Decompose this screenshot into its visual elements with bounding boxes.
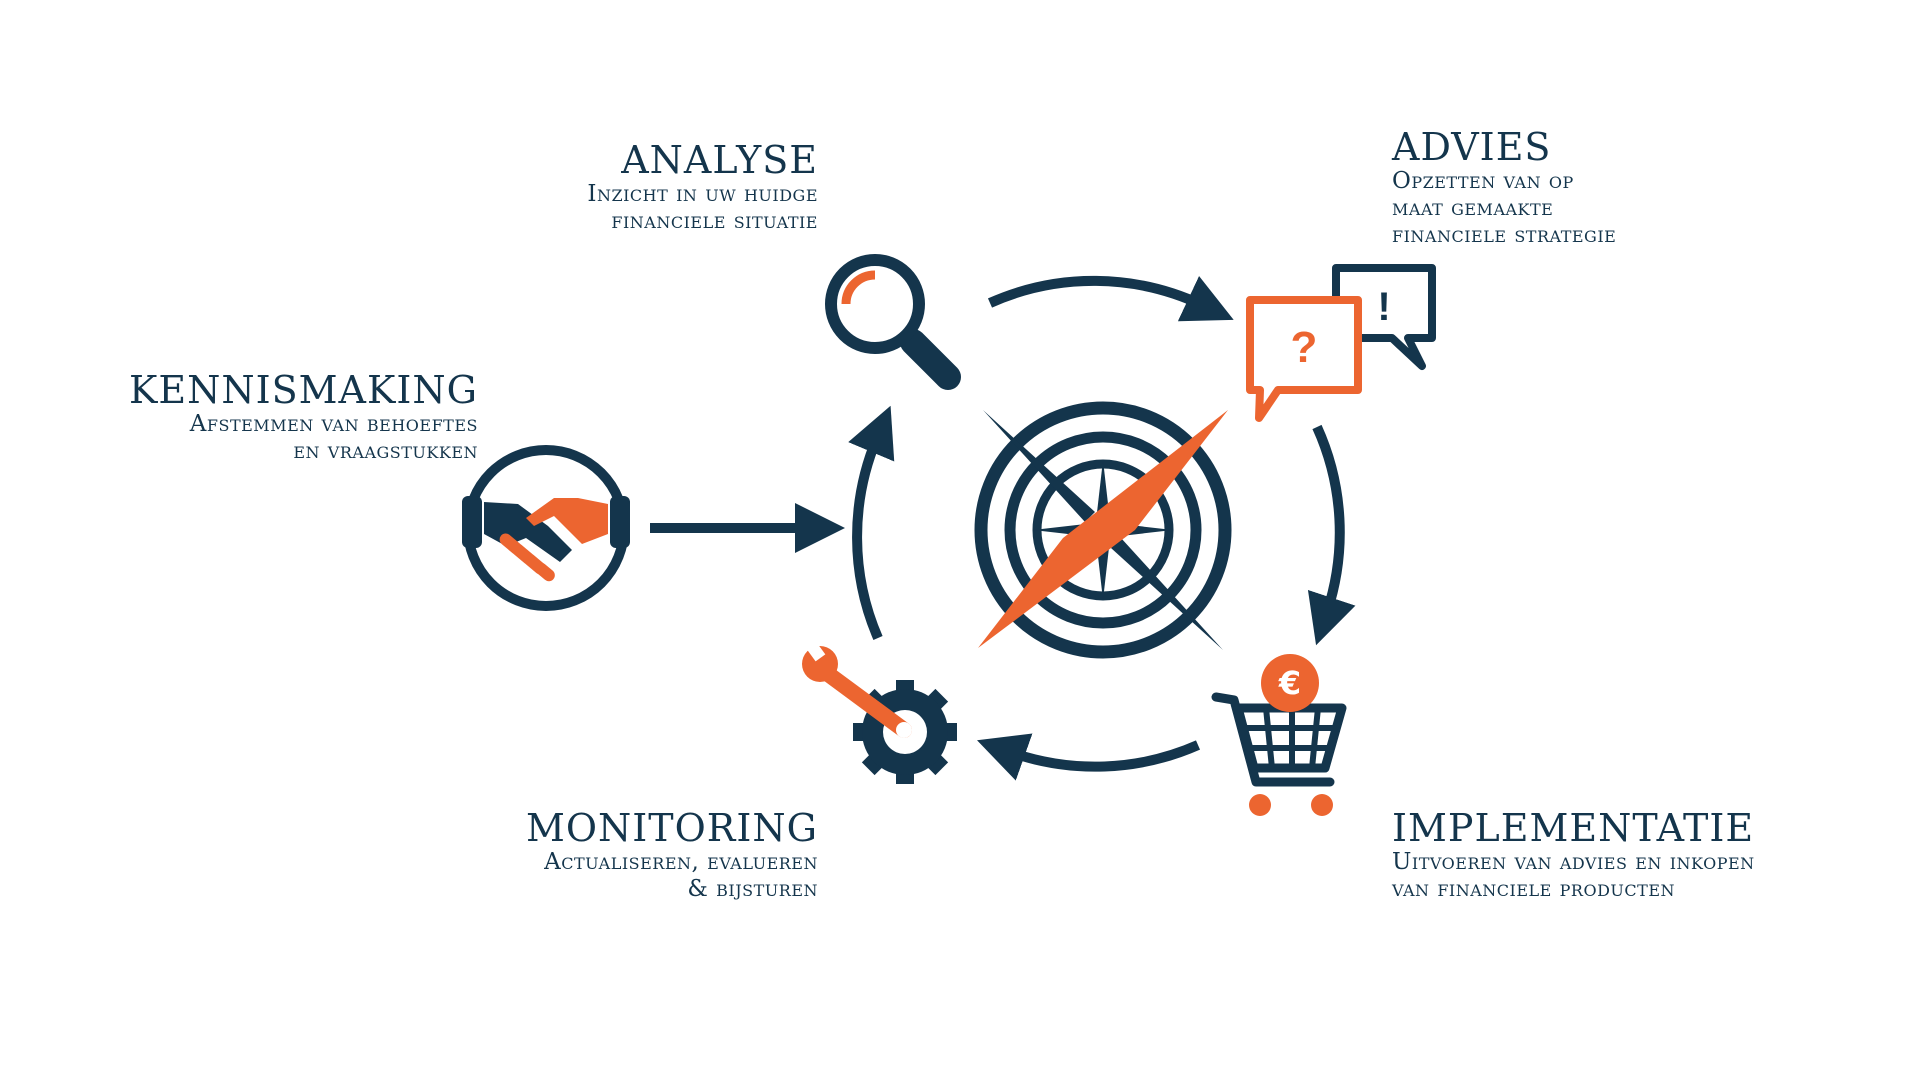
stage-desc-monitoring-line2: & bijsturen	[687, 876, 818, 902]
stage-desc-advies-line2: maat gemaakte	[1392, 195, 1554, 221]
exclamation-mark-glyph: !	[1377, 285, 1390, 329]
arrow-implementatie-to-monitoring	[977, 733, 1201, 781]
stage-title-implementatie: IMPLEMENTATIE	[1392, 806, 1755, 850]
euro-glyph: €	[1278, 664, 1301, 702]
label-analyse: ANALYSE Inzicht in uw huidge financiele …	[587, 140, 818, 234]
stage-desc-advies-line1: Opzetten van op	[1392, 168, 1574, 194]
arrow-monitoring-to-analyse	[848, 405, 895, 640]
stage-title-analyse: ANALYSE	[621, 138, 818, 182]
stage-desc-implementatie-line1: Uitvoeren van advies en inkopen	[1392, 849, 1755, 875]
speech-bubbles-icon: ? !	[1246, 264, 1436, 422]
stage-title-kennismaking: KENNISMAKING	[128, 368, 478, 412]
stage-title-advies: ADVIES	[1392, 125, 1552, 169]
compass-icon	[974, 401, 1232, 659]
magnifier-icon	[825, 254, 961, 390]
stage-desc-monitoring-line1: Actualiseren, evalueren	[544, 849, 818, 875]
label-advies: ADVIES Opzetten van op maat gemaakte fin…	[1392, 127, 1616, 248]
arrow-advies-to-implementatie	[1307, 424, 1356, 646]
shopping-cart-euro-icon: €	[1211, 654, 1347, 816]
label-monitoring: MONITORING Actualiseren, evalueren & bij…	[526, 808, 818, 902]
stage-desc-analyse-line2: financiele situatie	[611, 208, 818, 234]
arrow-analyse-to-advies	[987, 275, 1234, 322]
wrench-gear-icon	[802, 636, 957, 784]
stage-desc-kennismaking-line1: Afstemmen van behoeftes	[189, 411, 478, 437]
label-kennismaking: KENNISMAKING Afstemmen van behoeftes en …	[129, 370, 478, 464]
stage-desc-advies-line3: financiele strategie	[1392, 222, 1617, 248]
label-implementatie: IMPLEMENTATIE Uitvoeren van advies en in…	[1392, 808, 1755, 902]
handshake-icon	[462, 445, 630, 611]
stage-title-monitoring: MONITORING	[525, 806, 818, 850]
stage-desc-implementatie-line2: van financiele producten	[1392, 876, 1676, 902]
stage-desc-analyse-line1: Inzicht in uw huidge	[587, 181, 818, 207]
stage-desc-kennismaking-line2: en vraagstukken	[293, 438, 478, 464]
question-mark-glyph: ?	[1291, 323, 1318, 372]
